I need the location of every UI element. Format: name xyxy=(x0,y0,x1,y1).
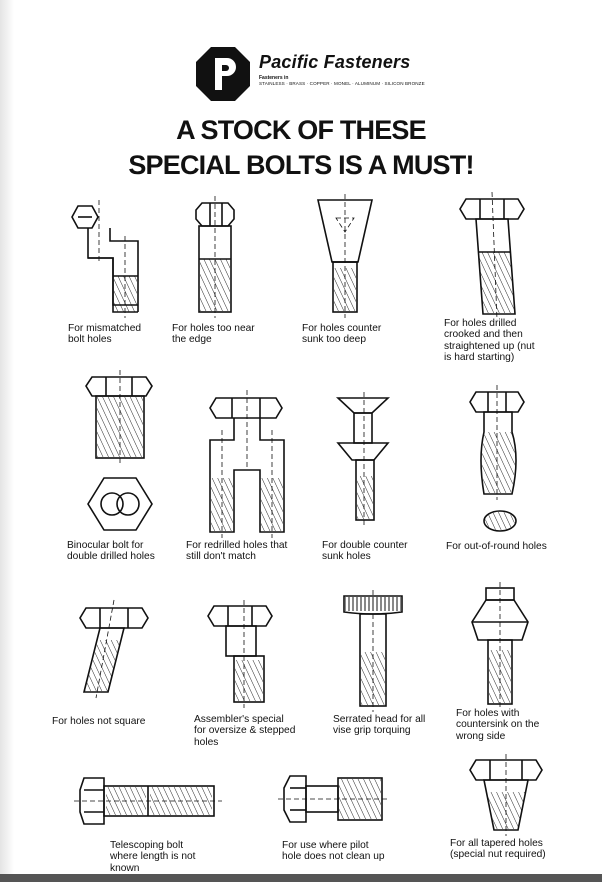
bolt-telescoping-icon xyxy=(74,777,222,825)
bolt-serrated-head-icon xyxy=(343,590,403,712)
brand-name: Pacific Fasteners xyxy=(259,52,411,72)
brand-tagline: Fasteners in xyxy=(259,75,289,81)
caption-out-of-round: For out-of-round holes xyxy=(446,541,547,552)
caption-crooked: For holes drilled crooked and then strai… xyxy=(444,318,535,364)
page-edge-shadow xyxy=(0,0,14,882)
bolt-binocular-icon xyxy=(85,370,153,531)
caption-mismatched: For mismatched bolt holes xyxy=(68,323,142,346)
brand-materials: STAINLESS · BRASS · COPPER · MONEL · ALU… xyxy=(259,81,425,86)
bolt-mismatched-holes-icon xyxy=(71,200,139,318)
brand-block: Pacific Fasteners Fasteners in STAINLESS… xyxy=(195,46,455,106)
bolt-crooked-holes-icon xyxy=(459,191,525,321)
caption-serrated-head: Serrated head for all vise grip torquing xyxy=(333,714,426,737)
bolt-countersunk-deep-icon xyxy=(316,194,374,318)
bolt-pilot-hole-icon xyxy=(278,775,390,823)
bolt-double-countersunk-icon xyxy=(335,392,391,526)
bolt-out-of-round-icon xyxy=(469,385,525,532)
headline-line-2: SPECIAL BOLTS IS A MUST! xyxy=(128,150,474,180)
caption-near-edge: For holes too near the edge xyxy=(172,323,255,346)
pacific-fasteners-logo-icon xyxy=(196,47,250,101)
bolt-tapered-holes-icon xyxy=(469,754,543,836)
caption-redrilled: For redrilled holes that still don't mat… xyxy=(186,540,288,563)
headline-line-1: A STOCK OF THESE xyxy=(176,115,427,145)
caption-tapered: For all tapered holes (special nut requi… xyxy=(450,838,546,861)
caption-countersunk-deep: For holes counter sunk too deep xyxy=(302,323,382,346)
caption-countersink-wrong-side: For holes with countersink on the wrong … xyxy=(456,708,540,742)
caption-not-square: For holes not square xyxy=(52,716,146,727)
bolt-near-edge-icon xyxy=(195,196,235,318)
bolt-redrilled-icon xyxy=(209,390,285,538)
caption-binocular: Binocular bolt for double drilled holes xyxy=(67,540,155,563)
bottom-border xyxy=(0,874,602,882)
caption-double-countersunk: For double counter sunk holes xyxy=(322,540,408,563)
caption-telescoping: Telescoping bolt where length is not kno… xyxy=(110,840,196,874)
caption-assembler-special: Assembler's special for oversize & stepp… xyxy=(194,714,296,748)
bolt-holes-not-square-icon xyxy=(79,599,149,699)
bolt-assembler-special-icon xyxy=(207,600,273,708)
bolt-countersink-wrong-side-icon xyxy=(471,582,529,710)
caption-pilot-hole: For use where pilot hole does not clean … xyxy=(282,840,385,863)
